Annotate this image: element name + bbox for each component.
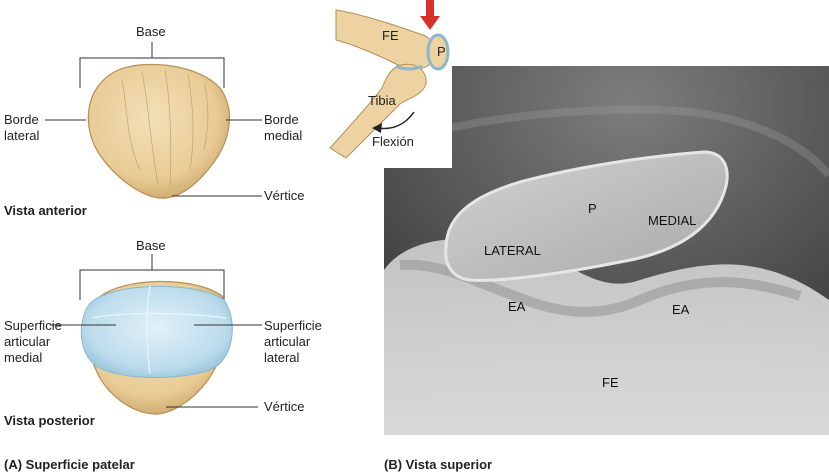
inset-tibia — [329, 63, 427, 159]
xray-femur-label: FE — [602, 375, 619, 390]
anterior-leader-lines — [45, 119, 262, 197]
anterior-base-label: Base — [136, 24, 166, 39]
xray-lateral-label: LATERAL — [484, 243, 541, 258]
medial-surface-label-line1: Superficie — [4, 318, 62, 333]
posterior-base-label: Base — [136, 238, 166, 253]
inset-flexion-label: Flexión — [372, 134, 414, 149]
cartilage-ridge — [91, 285, 227, 375]
medial-surface-label-line3: medial — [4, 350, 43, 365]
xray-patella-label: P — [588, 201, 597, 216]
inset-patella-label: P — [437, 44, 446, 59]
inset-femur-label: FE — [382, 28, 399, 43]
xray-image — [384, 66, 829, 435]
medial-border-label-line1: Borde — [264, 112, 299, 127]
knee-inset — [329, 0, 452, 160]
inset-patella — [426, 33, 450, 71]
lateral-surface-label-line2: articular — [264, 334, 311, 349]
lateral-border-label-line1: Borde — [4, 112, 39, 127]
anterior-apex-label: Vértice — [264, 188, 305, 203]
lateral-surface-label-line1: Superficie — [264, 318, 322, 333]
panel-a-caption: (A) Superficie patelar — [4, 457, 135, 472]
xray-ea-right-label: EA — [672, 302, 690, 317]
xray-ea-left-label: EA — [508, 299, 526, 314]
xray-patella — [444, 150, 729, 282]
panel-b-caption: (B) Vista superior — [384, 457, 493, 472]
anterior-bone-striations — [121, 69, 209, 187]
patella-anterior — [87, 63, 231, 199]
posterior-apex-label: Vértice — [264, 399, 305, 414]
anterior-view-title: Vista anterior — [4, 203, 87, 218]
medial-border-label-line2: medial — [264, 128, 303, 143]
xray-medial-label: MEDIAL — [648, 213, 697, 228]
posterior-base-bracket — [79, 254, 225, 300]
pressure-arrow-icon — [420, 0, 440, 30]
medial-surface-label-line2: articular — [4, 334, 51, 349]
posterior-leader-lines — [50, 324, 262, 408]
lateral-surface-label-line3: lateral — [264, 350, 300, 365]
anterior-base-bracket — [79, 42, 225, 88]
patella-articular-cartilage — [80, 285, 233, 378]
inset-tibia-label: Tibia — [368, 93, 396, 108]
flexion-arrow-icon — [372, 111, 415, 133]
lateral-border-label-line2: lateral — [4, 128, 40, 143]
posterior-view-title: Vista posterior — [4, 413, 95, 428]
